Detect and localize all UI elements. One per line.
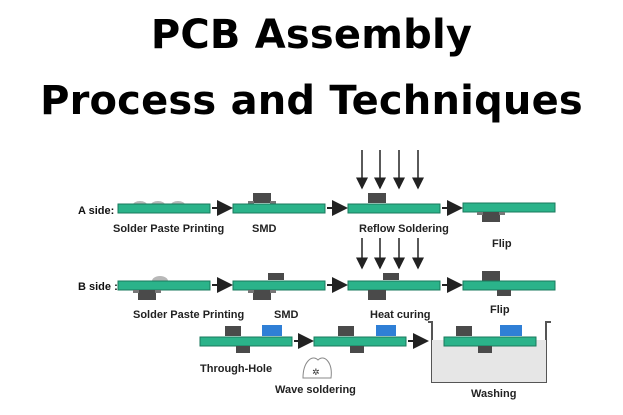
row-c-step-3-tank — [428, 321, 551, 383]
side-b-label: B side : — [78, 281, 118, 293]
row-a-step-3-board — [347, 150, 441, 214]
row-b-label-3: Heat curing — [370, 309, 431, 321]
row-a-label-1: Solder Paste Printing — [113, 223, 224, 235]
row-a-label-3: Reflow Soldering — [359, 223, 449, 235]
row-c-label-3: Washing — [471, 388, 516, 400]
row-b-step-4-board — [462, 271, 556, 296]
row-a-step-2-board — [232, 193, 326, 214]
row-c-label-2: Wave soldering — [275, 384, 356, 396]
row-b-step-1-board — [117, 276, 211, 300]
side-a-label: A side: — [78, 205, 114, 217]
row-b-label-1: Solder Paste Printing — [133, 309, 244, 321]
row-b-step-2-board — [232, 273, 326, 300]
row-a-label-4: Flip — [492, 238, 512, 250]
row-b-step-3-board — [347, 238, 441, 300]
row-c-step-2-board: ✲ — [302, 325, 407, 379]
title-line-2: Process and Techniques — [40, 78, 583, 124]
row-a-step-1-board — [117, 201, 211, 214]
row-a-step-4-board — [462, 202, 556, 222]
title-line-1: PCB Assembly — [150, 12, 473, 58]
svg-text:✲: ✲ — [312, 368, 320, 378]
row-b-label-4: Flip — [490, 304, 510, 316]
row-c-label-1: Through-Hole — [200, 363, 272, 375]
row-c-step-1-board — [199, 325, 293, 353]
row-a-label-2: SMD — [252, 223, 277, 235]
row-b-label-2: SMD — [274, 309, 299, 321]
